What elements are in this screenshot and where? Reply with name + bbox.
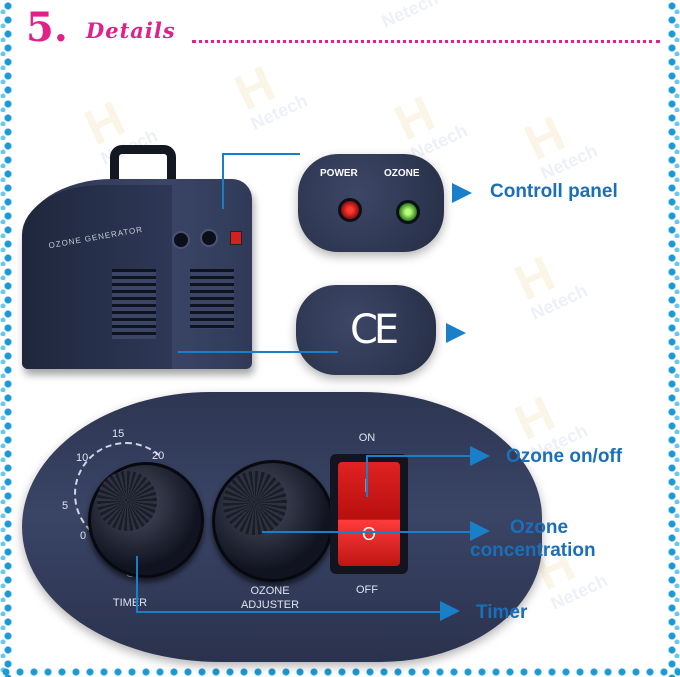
connector-line [222,153,300,155]
timer-knob [88,462,204,578]
callout-ozone-concentration-line1: Ozone [510,517,569,538]
connector-line [178,351,338,353]
dial-number: 20 [152,450,165,462]
switch-on-label: ON [358,432,376,444]
connector-line [366,455,470,457]
callout-timer: Timer [476,602,528,623]
bottom-wavy-border [0,667,680,677]
switch-off-mark: O [362,524,377,544]
knob-grip [97,471,157,531]
dial-number: 10 [76,452,89,464]
dial-number: 5 [62,500,69,512]
section-title: Details [86,18,176,43]
arrow-icon [452,183,472,203]
callout-ozone-onoff: Ozone on/off [506,446,623,467]
connector-line [262,531,470,533]
connector-line [136,556,138,612]
timer-knob-small [172,231,190,249]
power-led [338,198,362,222]
adjuster-label-line2: ADJUSTER [240,599,300,611]
vent-grille [112,269,156,339]
knob-grip [223,471,287,535]
ozone-adjuster-knob [212,460,334,582]
dial-number: 15 [112,428,125,440]
right-wavy-border [664,0,680,677]
arrow-icon [446,323,466,343]
section-number: 5. [26,4,68,51]
ozone-knob-small [200,229,218,247]
connector-line [366,455,368,497]
connector-line [222,153,224,209]
section-header: 5. Details [24,4,664,51]
carry-handle [110,145,176,185]
power-label: POWER [320,168,358,179]
arrow-icon [440,601,460,621]
ozone-label: OZONE [384,168,420,179]
arrow-icon [470,521,490,541]
front-vent-grille [190,269,234,329]
callout-ozone-concentration-line2: concentration [470,540,596,561]
power-rocker-switch: I O [330,454,408,574]
callout-control-panel: Controll panel [490,181,618,202]
rocker-red-face: I O [338,462,400,566]
power-switch-small [230,231,242,245]
left-wavy-border [0,0,16,677]
front-panel-zoom: 0 5 10 15 20 30 ON TIMER OZONE ADJUSTER … [22,392,542,662]
arrow-icon [470,446,490,466]
timer-panel-label: TIMER [112,597,148,609]
timer-dial-scale [74,442,178,546]
ce-mark: CE [350,307,399,353]
switch-off-label: OFF [356,584,378,596]
ce-mark-zoom: CE [296,285,436,375]
dotted-divider [192,40,660,43]
control-panel-zoom: POWER OZONE [298,154,444,252]
ozone-generator-image: OZONE GENERATOR [22,145,260,375]
ozone-led [396,200,420,224]
dial-number: 0 [80,530,87,542]
adjuster-label-line1: OZONE [250,585,290,597]
machine-side-face [22,185,172,369]
connector-line [136,611,440,613]
